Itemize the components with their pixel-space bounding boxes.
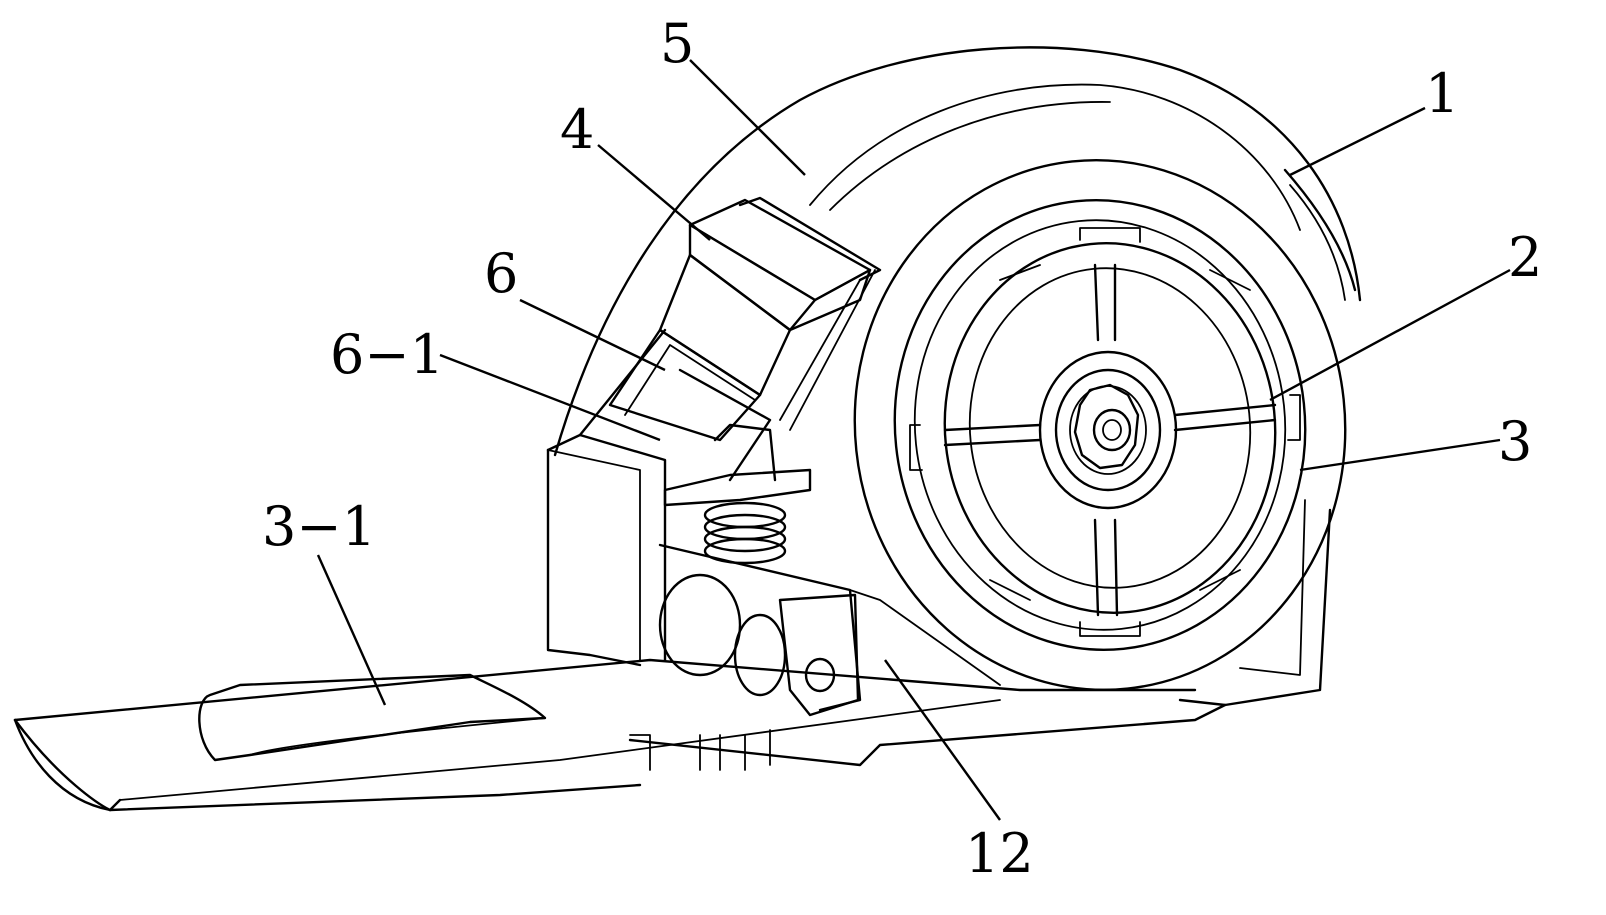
leader-6-1 [440,355,660,440]
lever-assembly [610,270,875,480]
leader-3-1 [318,555,385,705]
label-6: 6 [484,242,518,305]
label-5: 5 [660,12,694,75]
label-4: 4 [560,98,594,161]
label-2: 2 [1508,226,1542,289]
label-12: 12 [965,822,1034,885]
label-1: 1 [1425,62,1459,125]
label-6-1: 6−1 [330,323,444,386]
lock-button [660,198,880,395]
label-3: 3 [1498,410,1532,473]
spring-slider [665,425,810,563]
label-3-1: 3−1 [262,495,376,558]
leader-4 [598,145,710,240]
leader-1 [1290,108,1425,175]
leader-5 [690,60,805,175]
leader-6 [520,300,665,370]
